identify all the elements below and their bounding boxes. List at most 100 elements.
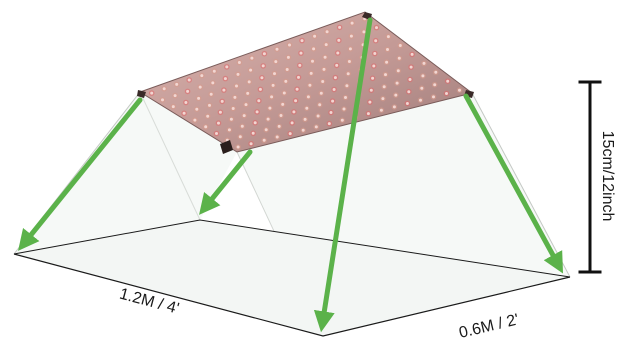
- led-diode: [311, 59, 314, 63]
- led-diode: [231, 107, 235, 110]
- led-diode: [195, 107, 199, 111]
- led-diode: [150, 91, 154, 95]
- led-diode: [261, 64, 265, 68]
- led-diode: [258, 87, 262, 91]
- led-diode: [338, 25, 342, 29]
- led-diode: [445, 92, 448, 95]
- led-diode: [217, 121, 220, 125]
- led-diode: [366, 112, 370, 116]
- led-diode: [306, 95, 310, 99]
- led-diode: [266, 117, 270, 121]
- arrow-down-icon: [313, 17, 373, 333]
- led-diode: [300, 39, 304, 43]
- led-diode: [316, 114, 320, 118]
- led-diode: [345, 84, 349, 88]
- led-diode: [249, 68, 253, 72]
- led-diode: [229, 117, 233, 121]
- led-diode: [236, 145, 240, 149]
- led-diode: [175, 82, 179, 86]
- arrow-down-icon: [18, 97, 143, 251]
- height-bracket-icon: [578, 80, 602, 274]
- led-diode: [324, 43, 328, 47]
- led-diode: [274, 60, 278, 64]
- led-diode: [275, 47, 279, 51]
- led-diode: [260, 76, 264, 80]
- led-diode: [420, 86, 424, 90]
- led-diode: [240, 124, 244, 128]
- led-diode: [262, 138, 266, 142]
- led-diode: [432, 95, 435, 99]
- led-diode: [270, 95, 274, 99]
- led-diode: [407, 90, 411, 94]
- led-diode: [394, 93, 398, 97]
- led-diode: [372, 64, 376, 68]
- led-diode: [249, 142, 253, 146]
- led-diode: [271, 83, 275, 87]
- led-diode: [209, 92, 213, 96]
- led-diode: [323, 55, 327, 59]
- led-diode: [182, 111, 186, 115]
- led-diode: [204, 125, 208, 129]
- led-diode: [184, 101, 188, 104]
- led-diode: [325, 30, 329, 34]
- led-diode: [409, 65, 413, 69]
- led-diode: [212, 69, 216, 73]
- led-diode: [162, 87, 166, 91]
- led-diode: [186, 89, 190, 93]
- led-diode: [223, 77, 227, 81]
- led-diode: [286, 55, 290, 59]
- led-diode: [333, 76, 337, 80]
- led-diode: [264, 128, 268, 132]
- led-diode: [288, 43, 291, 47]
- led-diode: [187, 78, 191, 82]
- led-diode: [385, 60, 389, 64]
- led-diode: [208, 103, 211, 107]
- led-diode: [312, 47, 316, 51]
- led-grid: [148, 15, 463, 150]
- led-diode: [386, 48, 389, 51]
- panel-corner-left: [137, 90, 146, 98]
- led-diode: [218, 110, 222, 114]
- led-diode: [288, 132, 292, 136]
- led-diode: [396, 69, 400, 73]
- led-diode: [161, 98, 164, 102]
- led-diode: [211, 81, 215, 85]
- led-diode: [273, 72, 276, 76]
- led-diode: [348, 47, 352, 51]
- arrow-down-icon: [463, 93, 564, 274]
- led-diode: [206, 114, 210, 118]
- led-diode: [346, 72, 350, 76]
- led-diode: [335, 63, 339, 67]
- led-diode: [247, 80, 251, 84]
- led-diode: [434, 70, 438, 74]
- led-diode: [309, 71, 313, 75]
- led-diode: [295, 87, 299, 91]
- led-diode: [373, 52, 377, 55]
- led-diode: [290, 121, 294, 125]
- led-diode: [332, 88, 336, 91]
- led-diode: [299, 51, 303, 55]
- led-diode: [318, 103, 322, 107]
- led-diode: [375, 26, 378, 30]
- led-diode: [298, 63, 302, 67]
- led-diode: [308, 83, 312, 87]
- led-diode: [422, 61, 426, 65]
- led-diode: [227, 128, 231, 132]
- light-arrows: [18, 17, 564, 333]
- led-diode: [197, 96, 201, 100]
- panel-power-connector: [220, 140, 233, 154]
- led-diode: [285, 68, 289, 71]
- led-diode: [257, 99, 261, 103]
- led-diode: [314, 125, 318, 129]
- width-label: 0.6M / 2': [457, 311, 520, 342]
- led-diode: [408, 78, 412, 81]
- led-diode: [392, 105, 396, 109]
- led-diode: [421, 74, 425, 78]
- led-diode: [322, 67, 326, 71]
- led-diode: [262, 52, 266, 56]
- led-diode: [379, 108, 383, 112]
- led-diode: [233, 95, 237, 99]
- led-diode: [279, 114, 283, 117]
- led-diode: [294, 99, 298, 103]
